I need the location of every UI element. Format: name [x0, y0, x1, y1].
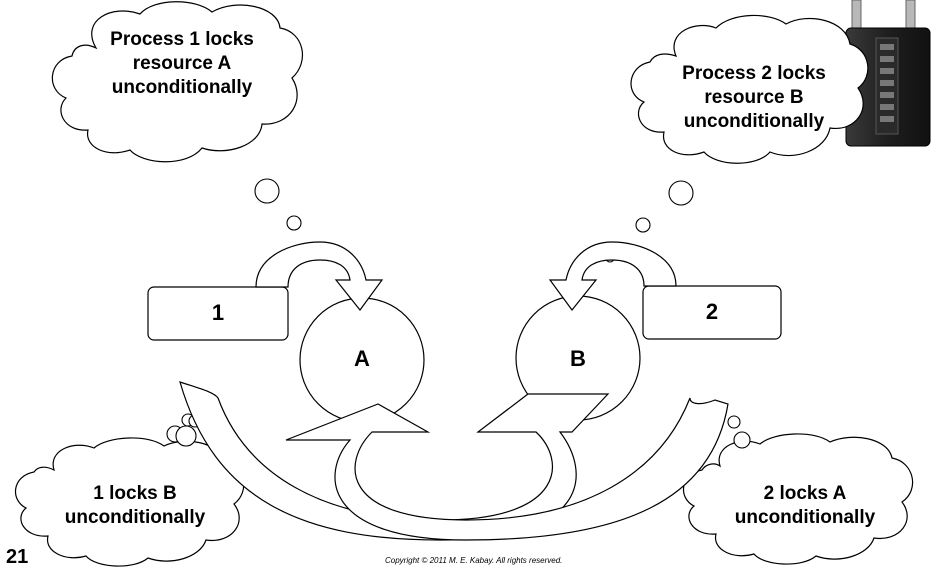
arrow-1-locks-b — [179, 381, 610, 541]
arrow-2-locks-a — [285, 397, 729, 541]
cloud-2-locks-a — [682, 433, 914, 565]
slide-number: 21 — [6, 546, 29, 568]
cloud-2-locks-a-text: 2 locks A unconditionally — [734, 483, 876, 528]
cloud-process-2 — [630, 14, 869, 164]
resource-a-label: A — [354, 346, 370, 371]
copyright-notice: Copyright © 2011 M. E. Kabay. All rights… — [385, 556, 563, 565]
cloud-1-locks-b-text: 1 locks B unconditionally — [64, 483, 206, 528]
arrow-1-locks-a — [255, 241, 384, 311]
cloud-process-1-text: Process 1 locks resource A unconditional… — [110, 29, 254, 98]
arrow-2-locks-b — [548, 241, 677, 311]
process-2-label: 2 — [705, 299, 719, 324]
cloud-1-locks-b — [14, 437, 245, 567]
cloud-process-2-text: Process 2 locks resource B unconditional… — [682, 63, 826, 132]
resource-b-label: B — [570, 346, 586, 371]
cloud-process-1 — [51, 1, 303, 163]
padlock-image — [845, 0, 931, 147]
process-1-label: 1 — [211, 300, 225, 325]
process-2-box — [642, 285, 782, 340]
process-1-box — [147, 286, 289, 341]
